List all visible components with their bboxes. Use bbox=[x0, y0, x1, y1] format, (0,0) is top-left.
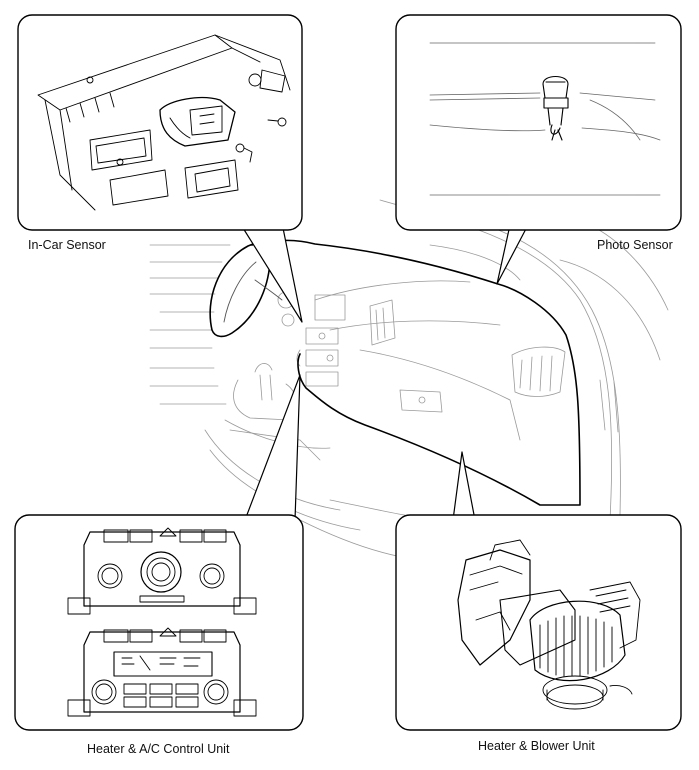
vehicle-interior-background bbox=[149, 189, 669, 561]
dashboard-outline bbox=[251, 239, 581, 506]
upper-control-panel bbox=[67, 527, 257, 615]
control-unit-label: Heater & A/C Control Unit bbox=[87, 742, 230, 756]
photo-sensor-part bbox=[542, 75, 569, 141]
lower-control-panel bbox=[67, 627, 257, 717]
photo-sensor-callout bbox=[395, 14, 682, 231]
in-car-sensor-drawing bbox=[37, 34, 291, 211]
callout-pointers bbox=[237, 219, 529, 521]
blower-unit-label: Heater & Blower Unit bbox=[478, 739, 595, 753]
in-car-sensor-callout bbox=[17, 14, 303, 231]
control-unit-callout bbox=[14, 514, 304, 731]
in-car-sensor-label: In-Car Sensor bbox=[28, 238, 106, 252]
photo-sensor-label: Photo Sensor bbox=[597, 238, 673, 252]
photo-sensor-drawing bbox=[429, 42, 661, 196]
blower-unit-callout bbox=[395, 514, 682, 731]
heater-blower-unit-drawing bbox=[457, 539, 641, 710]
